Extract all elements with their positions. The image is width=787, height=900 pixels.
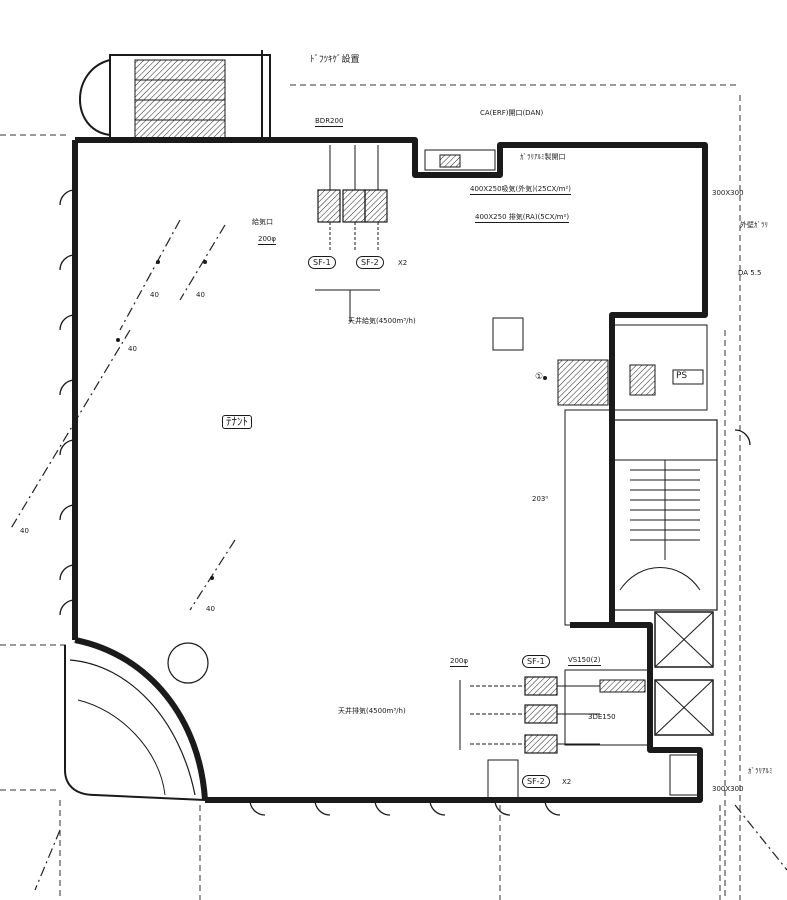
label-supply-note: 天井給気(4500m³/h) xyxy=(348,317,416,325)
bottom-fans xyxy=(459,676,600,801)
label-right-note-2: 外壁ｶﾞﾗﾘ xyxy=(740,221,768,229)
label-vs-2: 3DE150 xyxy=(588,713,616,721)
label-right-note-3: DA 5.5 xyxy=(738,269,762,277)
tag-sf1-bottom: SF-1 xyxy=(522,655,550,668)
label-top-note-1: ﾄﾞﾌﾂｷｹﾞ設置 xyxy=(310,55,360,65)
label-top-note-3: CA(ERF)開口(DAN) xyxy=(480,109,544,117)
right-equipment xyxy=(564,611,714,796)
door-swings xyxy=(59,189,751,816)
label-ps: PS xyxy=(676,371,688,381)
tag-sf1-top: SF-1 xyxy=(308,256,336,269)
label-dim-40d: 40 xyxy=(20,527,29,535)
label-left-size: 200φ xyxy=(258,235,276,245)
label-bottom-left-size: 200φ xyxy=(450,657,468,667)
label-bottom-right-note-2: 300X300 xyxy=(712,785,744,793)
room-name-label: ﾃﾅﾝﾄ xyxy=(222,415,252,429)
label-top-note-2: BDR200 xyxy=(315,117,344,127)
label-left-note: 給気口 xyxy=(252,218,273,226)
label-exhaust-note: 天井排気(4500m³/h) xyxy=(338,707,406,715)
top-left-stairs xyxy=(79,50,271,141)
right-stair-core xyxy=(557,324,718,626)
tag-sf2-top: SF-2 xyxy=(356,256,384,269)
label-dim-40e: 40 xyxy=(206,605,215,613)
markers xyxy=(116,260,547,580)
label-duct-note-1: 400X250吸気(外気)(25CX/m²) xyxy=(470,185,572,195)
tag-x2-top: X2 xyxy=(398,259,408,267)
label-duct-note-2: 400X250 排気(RA)(5CX/m²) xyxy=(475,213,570,223)
label-dim-40b: 40 xyxy=(196,291,205,299)
label-right-dim: 203⁰ xyxy=(532,495,549,503)
tag-x2-bottom: X2 xyxy=(562,778,572,786)
tag-sf2-bottom: SF-2 xyxy=(522,775,550,788)
label-dim-40c: 40 xyxy=(128,345,137,353)
label-vs: VS150(2) xyxy=(568,656,601,666)
diagonal-lines xyxy=(9,219,787,891)
top-fans xyxy=(315,145,524,351)
grid-lines xyxy=(0,84,741,900)
label-right-note-1: 300X300 xyxy=(712,189,744,197)
label-top-note-4: ｶﾞﾗﾘｱﾙﾐ製開口 xyxy=(520,153,566,161)
label-bottom-right-note-1: ｶﾞﾗﾘｱﾙﾐ xyxy=(748,767,773,775)
bottom-left-lobby xyxy=(64,642,209,801)
label-dim-40a: 40 xyxy=(150,291,159,299)
circle-marker-1: ① xyxy=(535,372,544,382)
